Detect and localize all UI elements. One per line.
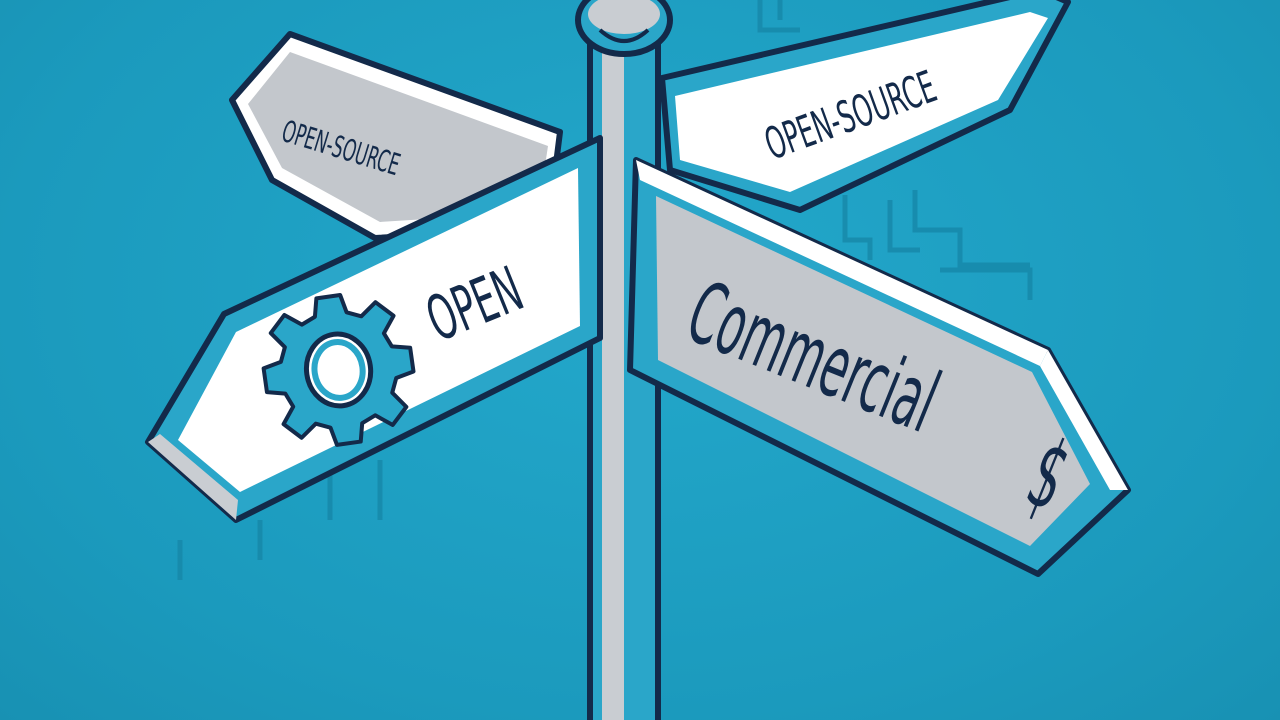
gear-icon [261,293,416,447]
background-circuit-lines [177,0,1033,580]
sign-right: Commercial $ [627,157,1131,577]
sign-upper-right: OPEN-SOURCE [659,0,1071,213]
sign-upper-left: OPEN-SOURCE [229,31,563,241]
sign-left: OPEN [145,135,603,523]
